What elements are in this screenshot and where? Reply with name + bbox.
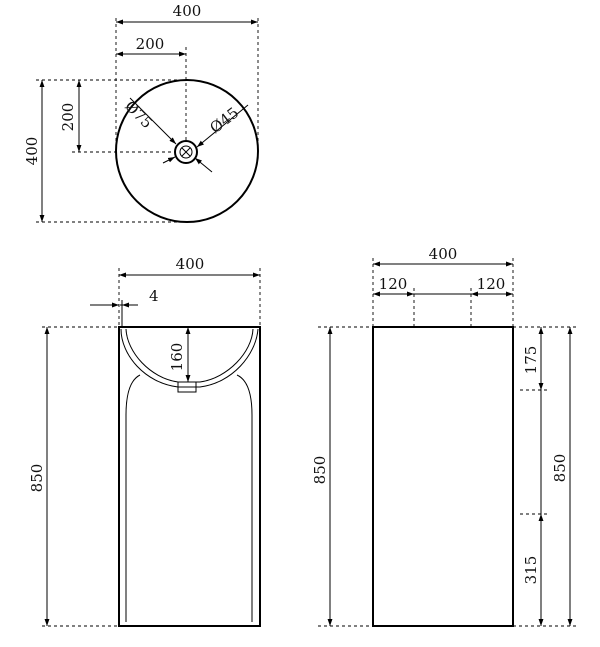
front-view: 400 4 160 850 (28, 255, 261, 627)
dim-side-width: 400 (429, 245, 458, 263)
basin-outline-front (118, 326, 261, 627)
dim-front-height: 850 (28, 464, 46, 493)
top-view: 400 200 400 200 Ø75 Ø45 (23, 2, 259, 223)
dim-side-lower: 315 (522, 556, 540, 585)
basin-outline-side (372, 326, 514, 627)
dim-top-center: 200 (136, 35, 165, 53)
dim-top-center-depth: 200 (59, 103, 77, 132)
dim-drain-diameter: Ø45 (206, 104, 242, 138)
dim-side-upper: 175 (522, 346, 540, 375)
dim-rim: 4 (149, 287, 159, 305)
dim-bowl-diameter: Ø75 (121, 97, 156, 132)
dim-top-depth: 400 (23, 137, 41, 166)
drain-inner (179, 145, 193, 159)
dim-front-width: 400 (176, 255, 205, 273)
dim-side-left: 120 (379, 275, 408, 293)
bowl-section (120, 328, 259, 388)
dim-side-height: 850 (311, 456, 329, 485)
side-view: 400 120 120 850 850 175 315 (311, 245, 578, 627)
dim-top-width: 400 (173, 2, 202, 20)
dim-side-right: 120 (477, 275, 506, 293)
dim-bowl-depth: 160 (168, 343, 186, 372)
dim-side-right-height: 850 (551, 454, 569, 483)
